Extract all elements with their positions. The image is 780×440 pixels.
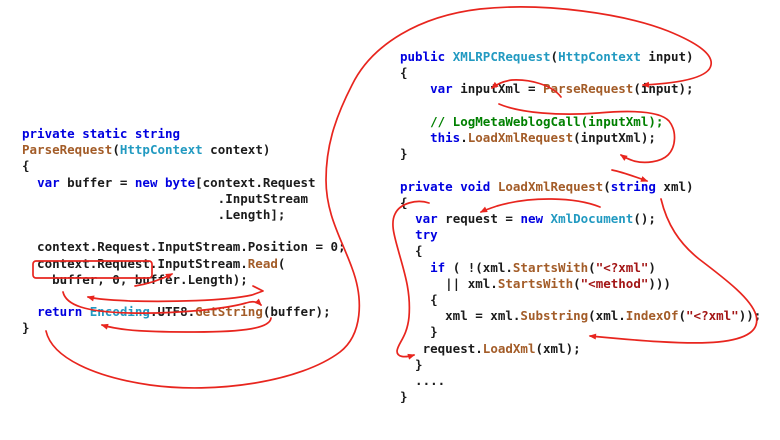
code-token: HttpContext: [558, 49, 641, 64]
code-token: [400, 211, 415, 226]
code-token: .: [460, 130, 468, 146]
code-token: Encoding: [89, 304, 150, 320]
code-token: LoadXmlRequest: [467, 130, 574, 146]
code-token: ParseRequest: [22, 142, 113, 158]
code-token: (buffer);: [262, 304, 331, 320]
code-token: string: [610, 178, 656, 194]
code-token: ( !(xml.: [445, 259, 513, 275]
code-token: HttpContext: [119, 142, 203, 158]
code-token: Read: [247, 255, 278, 271]
code-token: return: [37, 304, 83, 320]
code-token: xml): [655, 178, 694, 194]
code-token: inputXml =: [452, 81, 543, 97]
code-token: ....: [400, 373, 446, 389]
code-token: [82, 304, 90, 319]
code-token: Substring: [520, 308, 589, 324]
code-token: ));: [738, 308, 762, 324]
code-token: context): [202, 142, 271, 158]
code-token: ): [648, 259, 656, 275]
code-token: .InputStream: [22, 190, 308, 206]
code-token: (: [588, 259, 596, 275]
code-token: (xml.: [588, 308, 626, 324]
code-token: GetString: [195, 304, 263, 320]
code-token: xml = xml.: [400, 308, 521, 324]
code-token: (: [573, 275, 581, 291]
code-token: [400, 227, 415, 242]
code-token: }: [22, 320, 30, 336]
code-token: byte: [165, 174, 196, 190]
code-token: var: [415, 211, 438, 227]
code-token: "<?xml": [595, 259, 649, 275]
code-token: try: [415, 227, 438, 243]
code-token: {: [400, 65, 408, 81]
code-token: new: [520, 211, 544, 227]
code-token: || xml.: [400, 275, 498, 291]
code-token: {: [400, 292, 438, 308]
code-token: (: [277, 255, 286, 271]
code-token: }: [400, 389, 408, 405]
code-token: [490, 179, 498, 194]
code-token: XmlDocument: [550, 211, 634, 227]
code-token: "<?xml": [686, 308, 739, 324]
code-token: var: [37, 174, 60, 190]
code-token: .Length];: [22, 207, 286, 223]
code-token: {: [22, 158, 30, 174]
code-token: [445, 49, 453, 64]
code-token: IndexOf: [625, 308, 679, 324]
code-token: [400, 81, 430, 96]
code-token: [22, 304, 37, 319]
code-token: private static string: [22, 126, 181, 141]
code-token: context.Request.InputStream.: [22, 255, 248, 271]
code-token: XMLRPCRequest: [452, 49, 551, 64]
code-token: (xml);: [535, 340, 581, 356]
code-token: [400, 260, 430, 275]
code-token: ();: [633, 211, 656, 227]
code-token: request.: [400, 340, 483, 356]
code-block-xmlrpc-request: public XMLRPCRequest(HttpContext input) …: [400, 49, 761, 405]
code-token: (input);: [633, 81, 694, 97]
code-token: {: [400, 194, 408, 210]
code-token: (: [678, 308, 687, 324]
code-token: StartsWith: [512, 259, 589, 275]
code-token: buffer =: [59, 174, 135, 190]
code-token: public: [400, 49, 446, 64]
code-token: [context.Request: [195, 174, 316, 190]
code-token: if: [430, 259, 446, 275]
code-token: new: [134, 174, 158, 190]
code-token: request =: [437, 211, 521, 227]
code-token: LoadXml: [482, 340, 536, 356]
code-token: [400, 130, 430, 145]
code-token: (: [112, 142, 120, 158]
code-token: [22, 175, 37, 190]
code-token: context.Request.InputStream.Position = 0…: [22, 239, 346, 255]
code-token: "<method": [580, 275, 649, 291]
code-token: // LogMetaWeblogCall(inputXml);: [400, 113, 664, 129]
code-token: (inputXml);: [573, 130, 656, 146]
code-token: .UTF8.: [149, 304, 196, 320]
code-token: }: [400, 356, 423, 372]
code-token: [157, 175, 165, 190]
code-token: ))): [648, 275, 671, 291]
code-token: input): [640, 49, 694, 64]
code-token: (: [603, 178, 611, 194]
code-token: (: [550, 49, 559, 64]
code-token: private void: [400, 178, 491, 194]
code-token: this: [430, 130, 461, 146]
code-token: LoadXmlRequest: [497, 178, 604, 194]
code-token: [543, 211, 551, 226]
code-token: StartsWith: [497, 275, 574, 291]
code-token: }: [400, 146, 408, 162]
code-token: }: [400, 324, 438, 340]
code-token: {: [400, 243, 423, 259]
code-block-parse-request: private static string ParseRequest(HttpC…: [22, 126, 346, 337]
code-token: ParseRequest: [543, 81, 634, 97]
code-token: var: [430, 81, 453, 97]
code-token: buffer, 0, buffer.Length);: [22, 271, 248, 287]
